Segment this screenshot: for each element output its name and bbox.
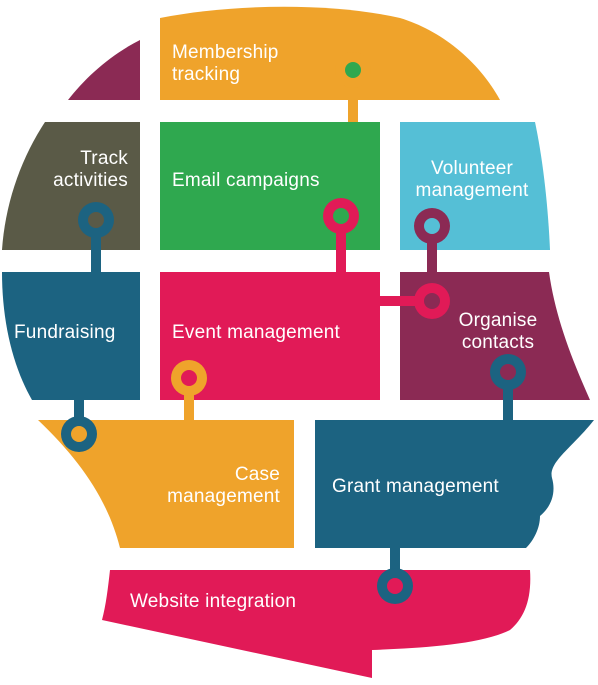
email-campaigns-label: Email campaigns [172, 170, 320, 192]
connector-membership [335, 52, 371, 122]
membership-tracking-shape [160, 6, 500, 101]
track-activities-line1: Track [80, 148, 128, 169]
fundraising-label: Fundraising [14, 322, 115, 344]
grant-management-label: Grant management [332, 476, 499, 498]
organise-contacts-label: Organise contacts [444, 310, 552, 354]
fundraising-text: Fundraising [14, 322, 116, 343]
case-management-line2: management [167, 486, 280, 507]
volunteer-management-line2: management [415, 180, 529, 201]
connector-event-organise [378, 283, 450, 319]
connector-email [323, 198, 359, 274]
connector-track-activities [78, 202, 114, 275]
volunteer-management-label: Volunteer management [402, 158, 542, 202]
membership-tracking-line2: tracking [172, 64, 241, 85]
connector-volunteer [414, 208, 450, 274]
event-management-label: Event management [172, 322, 340, 344]
membership-tracking-line1: Membership [172, 42, 279, 63]
corner-piece-shape [68, 40, 140, 100]
grant-management-shape [315, 420, 594, 548]
connector-grant [377, 544, 413, 604]
membership-tracking-label: Membership tracking [172, 42, 279, 86]
website-integration-label: Website integration [130, 591, 296, 613]
email-campaigns-text: Email campaigns [172, 170, 320, 191]
website-integration-text: Website integration [130, 591, 297, 612]
fundraising-shape [2, 272, 140, 400]
organise-contacts-line2: contacts [461, 332, 535, 353]
volunteer-management-line1: Volunteer [430, 158, 514, 179]
connector-case [171, 360, 207, 424]
organise-contacts-line1: Organise [458, 310, 538, 331]
website-integration-shape [102, 570, 531, 678]
case-management-shape [38, 420, 294, 548]
track-activities-label: Track activities [20, 148, 128, 192]
case-management-line1: Case [234, 464, 280, 485]
case-management-label: Case management [140, 464, 280, 508]
connector-fundraising [61, 396, 97, 452]
grant-management-text: Grant management [332, 476, 499, 497]
event-management-text: Event management [172, 322, 340, 343]
connector-organise [490, 354, 526, 424]
track-activities-line2: activities [53, 170, 128, 191]
